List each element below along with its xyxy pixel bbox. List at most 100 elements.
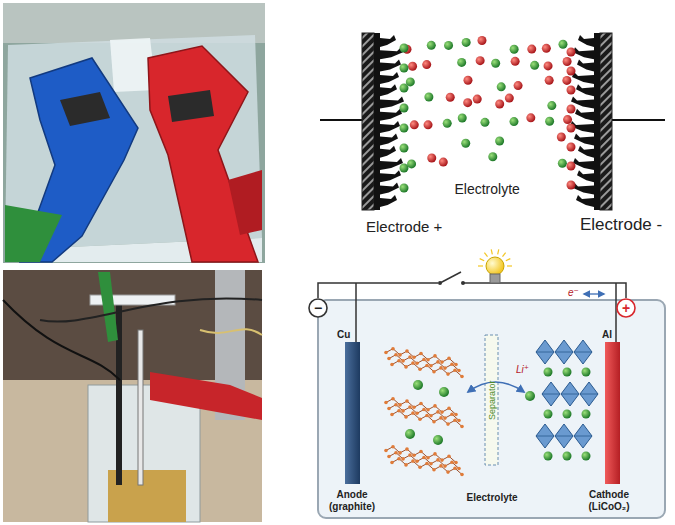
carbon-atom: [453, 419, 457, 423]
graphite-layer: [389, 453, 459, 469]
switch-contact: [461, 281, 465, 285]
adsorbed-ion: [400, 184, 409, 193]
carbon-atom: [419, 402, 423, 406]
carbon-atom: [425, 414, 429, 418]
lithium-ion: [563, 410, 572, 419]
ion: [444, 41, 453, 50]
ion: [510, 45, 519, 54]
switch-gap: [438, 279, 464, 287]
carbon-atom: [446, 470, 450, 474]
graphite-layer: [392, 459, 462, 475]
ion: [461, 139, 470, 148]
carbon-atom: [433, 354, 437, 358]
carbon-atom: [387, 455, 391, 459]
carbon-atom: [398, 403, 402, 407]
carbon-atom: [443, 464, 447, 468]
carbon-atom: [415, 460, 419, 464]
circle-shape: [617, 299, 635, 317]
carbon-atom: [457, 467, 461, 471]
adsorbed-ion: [567, 48, 576, 57]
carbon-atom: [390, 363, 394, 367]
cobalt-octahedron: [574, 340, 592, 364]
ion: [476, 56, 485, 65]
lithium-ion: [582, 368, 591, 377]
ion: [446, 93, 455, 102]
carbon-atom: [422, 408, 426, 412]
terminal-wire: [355, 283, 357, 342]
cobalt-octahedron: [536, 424, 554, 448]
octahedron-edge: [574, 352, 592, 353]
carbon-atom: [426, 358, 430, 362]
carbon-atom: [439, 416, 443, 420]
carbon-atom: [397, 359, 401, 363]
graphite-layer: [389, 405, 459, 421]
ion: [563, 57, 572, 66]
ion: [545, 117, 554, 126]
ion: [458, 113, 467, 122]
li-ion-diagram: [318, 249, 665, 518]
carbon-atom: [450, 413, 454, 417]
ion: [407, 159, 416, 168]
ion: [557, 133, 566, 142]
lithium-ion: [413, 380, 423, 390]
carbon-atom: [440, 410, 444, 414]
bulb-ray: [506, 259, 511, 261]
pore-finger: [380, 146, 396, 158]
ion: [480, 118, 489, 127]
copper-plate: [345, 342, 360, 484]
carbon-atom: [425, 462, 429, 466]
pore-finger: [380, 195, 397, 207]
green-lead: [5, 205, 62, 262]
carbon-atom: [415, 412, 419, 416]
ion: [505, 94, 514, 103]
metal-label: Al: [602, 329, 612, 341]
lithium-ion: [544, 452, 553, 461]
ion: [408, 62, 417, 71]
lead-wire: [612, 119, 665, 121]
ion: [526, 113, 535, 122]
cell-housing: [318, 300, 665, 518]
adsorbed-ion: [400, 64, 409, 73]
carbon-atom: [454, 461, 458, 465]
cobalt-octahedron: [561, 382, 579, 406]
lithium-ion: [544, 410, 553, 419]
octahedron-edge: [574, 436, 592, 437]
part-label: Cathode (LiCoO₂): [574, 489, 644, 512]
carbon-atom: [422, 456, 426, 460]
adsorbed-ion: [567, 105, 576, 114]
ion: [439, 158, 448, 167]
bulb-base: [490, 274, 500, 283]
electrode-label: Electrode +: [366, 218, 442, 235]
carbon-atom: [390, 461, 394, 465]
ion: [457, 58, 466, 67]
carbon-atom: [436, 360, 440, 364]
carbon-atom: [457, 419, 461, 423]
carbon-atom: [429, 364, 433, 368]
circuit-wire: [318, 283, 626, 298]
red-clip: [150, 372, 262, 420]
octahedron-edge: [580, 394, 598, 395]
ion: [544, 61, 553, 70]
photo-cell: [3, 270, 262, 522]
ion: [563, 115, 572, 124]
adsorbed-ion: [567, 143, 576, 152]
carbon-atom: [432, 468, 436, 472]
carbon-atom: [443, 366, 447, 370]
carbon-atom: [436, 410, 440, 414]
carbon-atom: [418, 368, 422, 372]
carbon-atom: [454, 413, 458, 417]
ion: [511, 57, 520, 66]
cobalt-octahedron: [555, 340, 573, 364]
clip-spring: [60, 92, 110, 126]
cable: [40, 298, 262, 321]
ion: [495, 137, 504, 146]
carbon-atom: [397, 457, 401, 461]
carbon-atom: [412, 406, 416, 410]
carbon-atom: [401, 457, 405, 461]
carbon-atom: [439, 366, 443, 370]
carbon-atom: [422, 358, 426, 362]
carbon-atom: [408, 405, 412, 409]
carbon-atom: [446, 422, 450, 426]
carbon-atom: [404, 415, 408, 419]
lithium-ion: [563, 452, 572, 461]
